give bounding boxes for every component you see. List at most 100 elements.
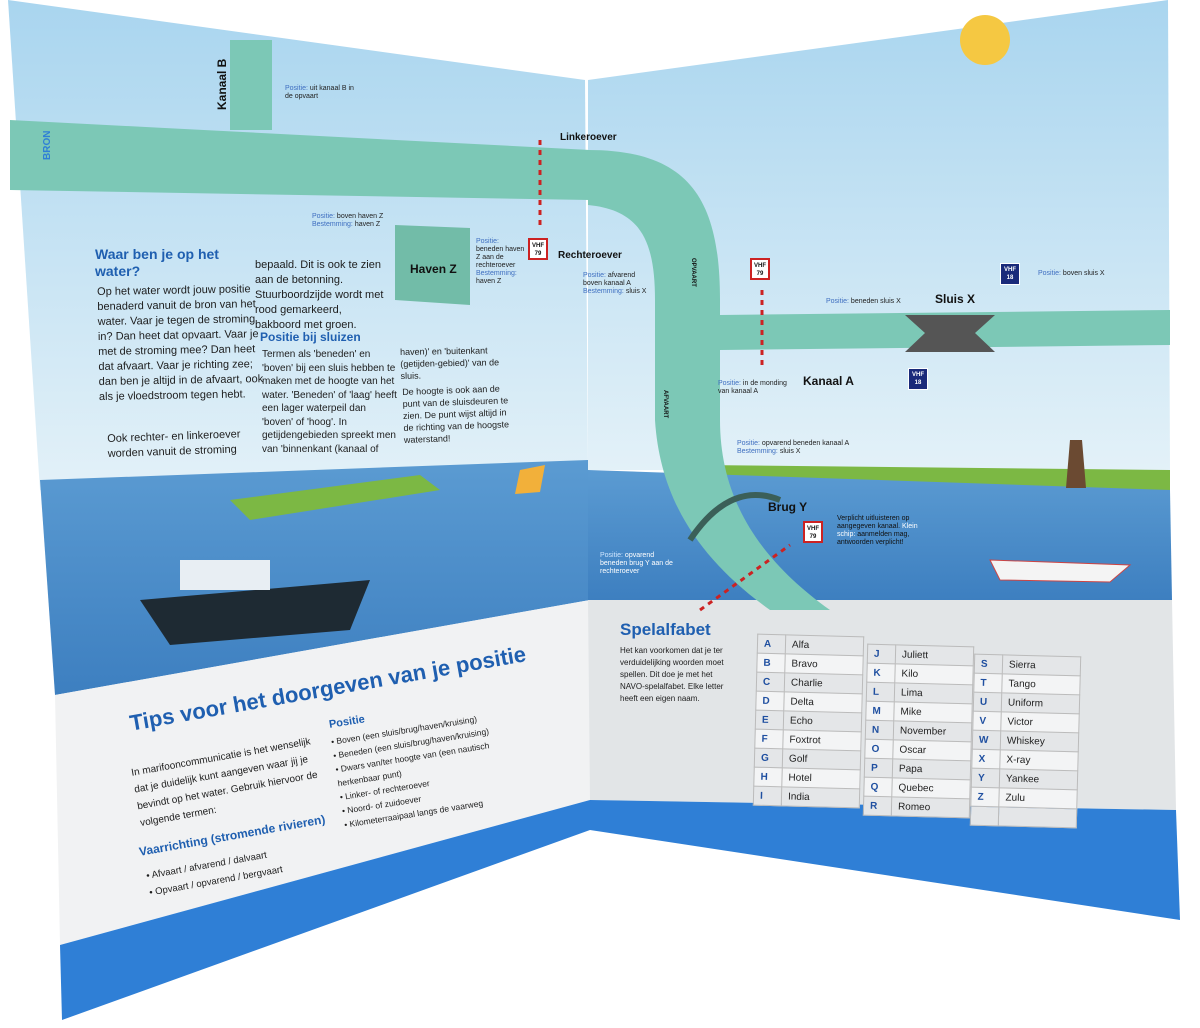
letter: K <box>866 663 896 683</box>
code-word <box>998 806 1077 828</box>
letter: U <box>973 692 1002 712</box>
position-label: Positie: in de monding van kanaal A <box>718 380 787 395</box>
body-text: De hoogte is ook aan de punt van de slui… <box>402 383 510 445</box>
main-canal <box>588 150 830 610</box>
code-word: Yankee <box>999 768 1078 790</box>
letter: A <box>757 634 786 654</box>
code-word: Lima <box>894 682 973 704</box>
vhf-18-sign: VHF 18 <box>908 368 928 390</box>
position-label: Positie: beneden sluis X <box>826 298 901 305</box>
vhf-18-sign: VHF 18 <box>1000 263 1020 285</box>
code-word: X-ray <box>999 749 1079 771</box>
body-text: bepaald. Dit is ook te zien aan de beton… <box>255 259 384 331</box>
body-text: Op het water wordt jouw positie benaderd… <box>97 283 264 403</box>
code-word: Kilo <box>894 663 974 685</box>
code-word: Bravo <box>784 653 864 675</box>
left-blue-band <box>60 800 590 1020</box>
label-rechteroever: Rechteroever <box>558 250 622 261</box>
letter: R <box>863 796 892 816</box>
left-page-sky <box>8 0 588 490</box>
code-word: Oscar <box>892 739 972 761</box>
label-linkeroever: Linkeroever <box>560 132 617 143</box>
body-text: haven)' en 'buitenkant (getijden-gebied)… <box>400 345 500 381</box>
letter <box>970 806 999 826</box>
code-word: Victor <box>1000 711 1080 733</box>
letter: V <box>972 711 1002 731</box>
sun <box>960 15 1010 65</box>
position-label: Positie: uit kanaal B in de opvaart <box>285 85 354 100</box>
label-sluis-x: Sluis X <box>935 292 976 306</box>
position-label: Positie: beneden haven Z aan de rechtero… <box>476 238 525 285</box>
code-word: Sierra <box>1002 654 1081 676</box>
letter: H <box>753 767 783 787</box>
letter: B <box>756 653 786 673</box>
fishing-boat <box>140 580 370 645</box>
code-word: Alfa <box>785 634 864 656</box>
haven-z-basin <box>395 225 470 305</box>
position-label: Positie: opvarend beneden brug Y aan de … <box>600 552 673 575</box>
canal-top <box>10 120 590 200</box>
code-word: Romeo <box>891 796 970 818</box>
canal-b <box>230 40 272 130</box>
sluis-x-gates <box>905 315 995 352</box>
code-word: Golf <box>782 748 861 770</box>
letter: T <box>973 673 1003 693</box>
code-word: Echo <box>783 710 862 732</box>
label-haven-z: Haven Z <box>410 262 457 276</box>
label-afvaart: AFVAART <box>662 390 668 419</box>
body-text: Ook rechter- en linkeroever worden vanui… <box>107 428 241 460</box>
code-word: India <box>781 786 860 808</box>
code-word: Delta <box>783 691 863 713</box>
alphabet-row <box>970 806 1077 828</box>
spelalfabet-text: Het kan voorkomen dat je ter verduidelij… <box>620 646 724 703</box>
code-word: Tango <box>1001 673 1081 695</box>
spelalfabet-title: Spelalfabet <box>620 620 711 639</box>
letter: I <box>753 786 782 806</box>
label-kanaal-a: Kanaal A <box>803 374 854 388</box>
left-bank <box>230 475 440 520</box>
code-word: Whiskey <box>1000 730 1079 752</box>
letter: D <box>755 691 785 711</box>
sailboat <box>515 465 545 494</box>
code-word: Zulu <box>998 787 1078 809</box>
letter: S <box>974 654 1003 674</box>
letter: Z <box>970 787 1000 807</box>
label-bron: BRON <box>42 130 53 160</box>
code-word: Uniform <box>1001 692 1080 714</box>
code-word: Papa <box>892 758 971 780</box>
speedboat <box>989 559 1132 583</box>
label-kanaal-b: Kanaal B <box>215 58 229 110</box>
left-tips-panel <box>55 600 590 945</box>
letter: M <box>865 701 895 721</box>
letter: Y <box>971 768 1000 788</box>
body-text: Termen als 'beneden' en 'boven' bij een … <box>262 349 397 455</box>
right-blue-band <box>590 800 1180 920</box>
letter: O <box>864 739 894 759</box>
letter: C <box>756 672 785 692</box>
letter: E <box>755 710 784 730</box>
vhf-notice: Verplicht uitluisteren op aangegeven kan… <box>837 515 918 546</box>
brug-y <box>687 492 782 542</box>
label-brug-y: Brug Y <box>768 500 808 514</box>
letter: X <box>971 749 1001 769</box>
code-word: Quebec <box>891 777 971 799</box>
letter: L <box>866 682 895 702</box>
position-label: Positie: boven sluis X <box>1038 270 1105 277</box>
vhf-79-sign: VHF 79 <box>803 521 823 543</box>
code-word: Hotel <box>781 767 861 789</box>
letter: P <box>864 758 893 778</box>
label-opvaart: OPVAART <box>690 258 696 287</box>
vhf-79-sign: VHF 79 <box>750 258 770 280</box>
windmill <box>1066 440 1086 488</box>
section-title: Positie bij sluizen <box>260 330 361 344</box>
code-word: Mike <box>893 701 973 723</box>
letter: Q <box>863 777 893 797</box>
